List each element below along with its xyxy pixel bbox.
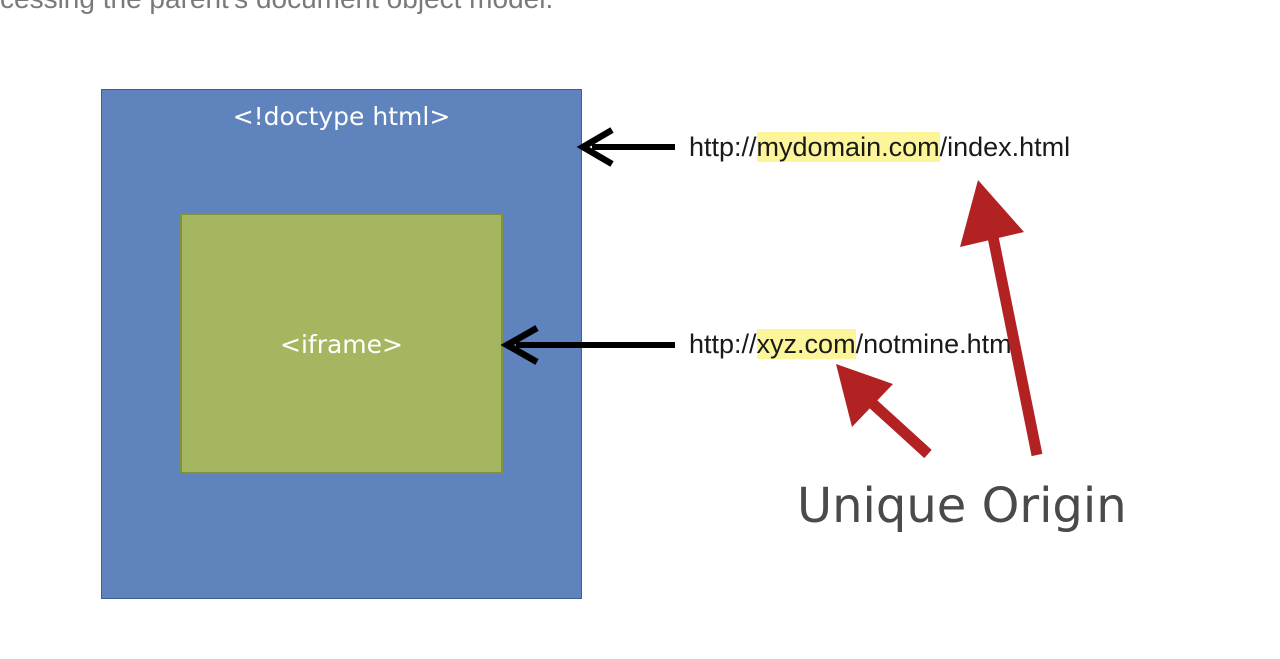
parent-url-domain: mydomain.com <box>756 132 940 162</box>
iframe-url-prefix: http:// <box>689 329 757 359</box>
red-arrow-to-xyz <box>836 364 932 459</box>
iframe-url-suffix: /notmine.html <box>855 329 1018 359</box>
red-arrow-to-mydomain <box>960 180 1043 457</box>
parent-url: http://mydomain.com/index.html <box>689 132 1070 163</box>
parent-url-prefix: http:// <box>689 132 757 162</box>
iframe-url: http://xyz.com/notmine.html <box>689 329 1018 360</box>
iframe-box: <iframe> <box>180 213 503 474</box>
unique-origin-caption: Unique Origin <box>797 478 1127 534</box>
arrow-to-document <box>576 127 675 167</box>
iframe-url-domain: xyz.com <box>756 329 856 359</box>
document-label: <!doctype html> <box>232 102 451 131</box>
intro-text: cessing the parent's document object mod… <box>0 0 553 15</box>
iframe-label: <iframe> <box>280 330 403 359</box>
parent-url-suffix: /index.html <box>939 132 1071 162</box>
